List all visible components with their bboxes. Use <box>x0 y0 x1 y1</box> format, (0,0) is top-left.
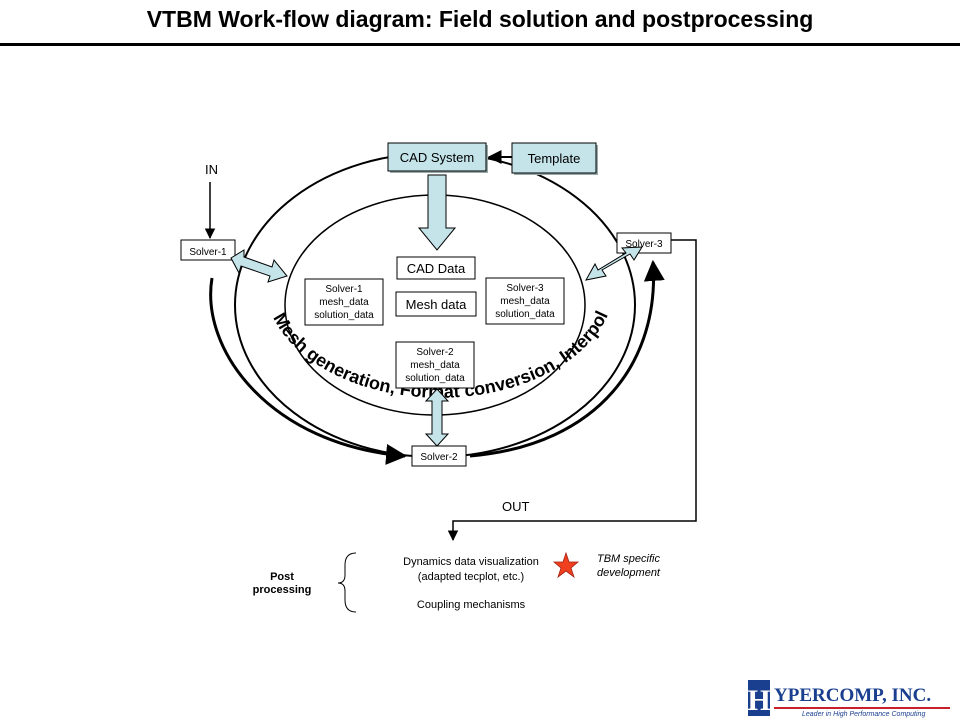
post-item1-line1: Dynamics data visualization <box>403 556 539 568</box>
solver3-double-arrow <box>585 246 643 281</box>
star-icon <box>552 551 580 579</box>
solver3-data-box[interactable]: Solver-3 mesh_data solution_data <box>485 277 565 325</box>
mesh-data-box[interactable] <box>395 291 477 317</box>
mesh-data-label: Mesh data <box>406 297 467 312</box>
solver1-data-line2: mesh_data <box>319 297 369 308</box>
solver2-data-line3: solution_data <box>405 373 465 384</box>
out-label: OUT <box>502 499 530 514</box>
post-item1-line2: (adapted tecplot, etc.) <box>418 571 524 583</box>
solver1-to-solver2-curve <box>209 277 408 465</box>
solver2-node[interactable] <box>411 445 467 467</box>
title-divider <box>0 43 960 46</box>
out-connector <box>447 239 697 542</box>
tbm-note-line1: TBM specific <box>597 553 660 565</box>
solver1-data-line3: solution_data <box>314 310 374 321</box>
solver2-data-line1: Solver-2 <box>416 347 454 358</box>
logo-tagline: Leader in High Performance Computing <box>802 711 925 718</box>
solver1-data-line1: Solver-1 <box>325 284 363 295</box>
page-title: VTBM Work-flow diagram: Field solution a… <box>146 6 814 32</box>
post-label-line2: processing <box>253 584 312 596</box>
logo-letter: H <box>748 684 771 717</box>
in-label: IN <box>205 162 218 177</box>
tbm-note-line2: development <box>597 567 661 579</box>
cad-system-label: CAD System <box>400 150 474 165</box>
cad-data-label: CAD Data <box>407 261 466 276</box>
template-box[interactable] <box>511 142 597 174</box>
cad-data-box[interactable] <box>396 256 476 280</box>
cad-system-box[interactable] <box>387 142 487 172</box>
solver3-data-line1: Solver-3 <box>506 283 544 294</box>
solver3-data-line3: solution_data <box>495 309 555 320</box>
solver1-node-label: Solver-1 <box>189 247 227 258</box>
solver2-to-solver3-curve <box>469 259 665 458</box>
logo-name: YPERCOMP, INC. <box>774 685 931 706</box>
solver3-data-line2: mesh_data <box>500 296 550 307</box>
post-label-line1: Post <box>270 571 294 583</box>
hypercomp-logo: H YPERCOMP, INC. Leader in High Performa… <box>748 680 950 718</box>
solver2-double-arrow <box>424 388 450 447</box>
solver1-double-arrow <box>230 249 288 283</box>
logo-mark-bg <box>748 680 770 716</box>
solver3-node-label: Solver-3 <box>625 239 663 250</box>
post-brace <box>337 552 357 613</box>
template-label: Template <box>528 151 581 166</box>
cad-down-block-arrow <box>417 174 457 251</box>
solver1-data-box[interactable]: Solver-1 mesh_data solution_data <box>304 278 384 326</box>
solver1-node[interactable] <box>180 239 236 261</box>
solver2-data-box[interactable]: Solver-2 mesh_data solution_data <box>395 341 475 389</box>
solver2-data-line2: mesh_data <box>410 360 460 371</box>
solver2-node-label: Solver-2 <box>420 452 458 463</box>
post-item2: Coupling mechanisms <box>417 599 526 611</box>
